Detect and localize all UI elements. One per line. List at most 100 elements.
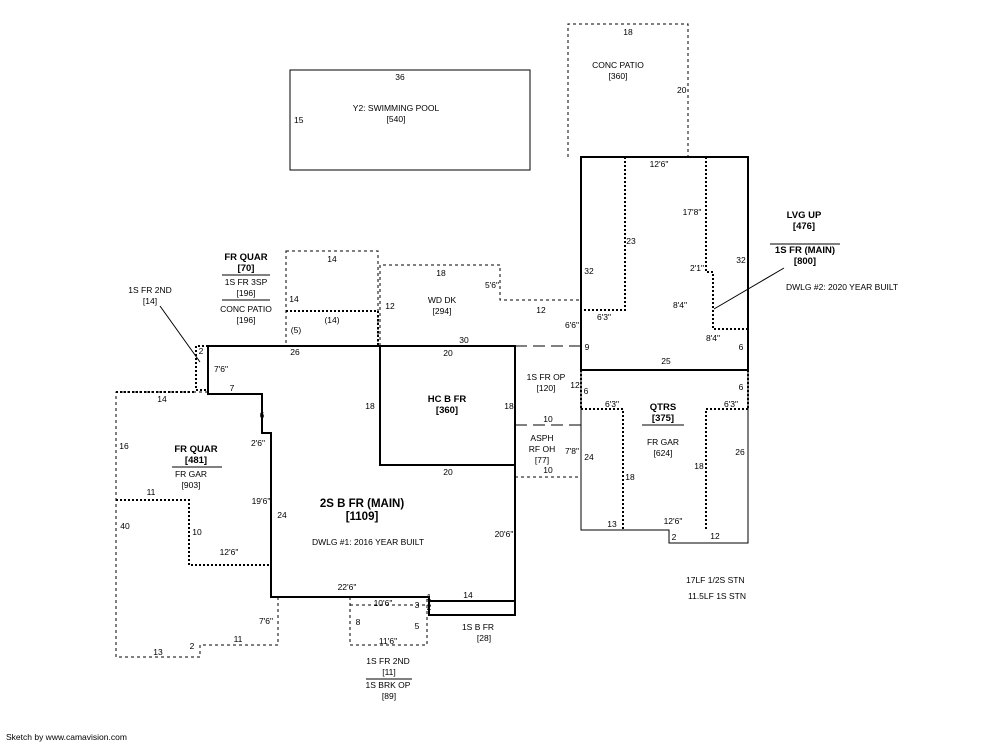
dimension-label-d-6-right: 6 [739,342,744,352]
lvg-up-leader [713,267,785,310]
dimension-label-d-12-wd-left: 12 [385,301,395,311]
wood-deck-outline [379,264,581,346]
main-building-outline [207,345,516,616]
dimension-label-d-10-6: 10'6" [374,598,393,608]
dimension-label-d-12-6-left: 12'6" [220,547,239,557]
fr-2nd-bottom-name: 1S FR 2ND [366,656,409,666]
pool-dim-top: 36 [395,72,405,82]
dimension-labels: 12'6"17'8"2332322'1"8'4"8'4"6'3"6'6"6925… [119,159,746,657]
conc-patio-name: CONC PATIO [220,304,272,314]
note-2: 11.5LF 1S STN [688,591,746,601]
dimension-label-d-12-gar: 12 [710,531,720,541]
fr-3sp-name: 1S FR 3SP [225,277,268,287]
fr-2nd-left-name: 1S FR 2ND [128,285,171,295]
right-building-outline [580,156,749,371]
fr-gar-left-area: [903] [182,480,201,490]
dimension-label-d-18-hc-left: 18 [365,401,375,411]
dimension-label-d-12-wd-right: 12 [536,305,546,315]
dimension-label-d-1: 1 [427,592,432,602]
hc-b-fr-outline [379,345,516,466]
dimension-label-d-17-8: 17'8" [683,207,702,217]
dimension-label-d-32-left: 32 [584,266,594,276]
dimension-label-d-7-6-left: 7'6" [214,364,228,374]
dimension-label-d-32-right: 32 [736,255,746,265]
dimension-label-d-7-8: 7'8" [565,446,579,456]
garage-outline [580,370,749,544]
fr-gar-right-area: [624] [654,448,673,458]
asph-line1: ASPH [530,433,553,443]
dimension-label-d-16: 16 [119,441,129,451]
dimension-label-d-14-quar: 14 [327,254,337,264]
pool-dim-left: 15 [294,115,304,125]
dimension-label-d-18-hc-right: 18 [504,401,514,411]
patio-top-name: CONC PATIO [592,60,644,70]
fr-2nd-leader [159,305,201,363]
pool-name: Y2: SWIMMING POOL [353,103,440,113]
dimension-label-d-25: 25 [661,356,671,366]
dimension-label-d-18-wd: 18 [436,268,446,278]
patio-top-area: [360] [609,71,628,81]
brk-op-name: 1S BRK OP [366,680,411,690]
qtrs-title: QTRS [650,402,676,413]
fr-gar-right-name: FR GAR [647,437,679,447]
dimension-label-d-5-brk: 5 [415,621,420,631]
fr-quar-left-title: FR QUAR [174,444,217,455]
b-fr-small-name: 1S B FR [462,622,494,632]
dimension-label-d-10-asph-top: 10 [543,414,553,424]
b-fr-small-area: [28] [477,633,491,643]
dimension-label-d-6-main: 6 [260,410,265,420]
qtrs-area: [375] [652,413,674,424]
dimension-label-d-7: 7 [230,383,235,393]
fr-quar-top-area: [70] [238,263,255,274]
dimension-label-d-2-gar: 2 [672,532,677,542]
pool-outline [289,69,531,171]
wd-dk-area: [294] [433,306,452,316]
dimension-label-d-30: 30 [459,335,469,345]
lvg-up-left-line [581,157,626,311]
dimension-label-d-12-6-top: 12'6" [650,159,669,169]
fr-gar-left-outline [115,391,279,658]
patio-top-dim: 18 [623,27,633,37]
dimension-label-d-8-4-b: 8'4" [706,333,720,343]
dimension-label-d-11-6: 11'6" [379,636,397,646]
dimension-label-d-26-gar: 26 [735,447,745,457]
dimension-label-d-11-bottom: 11 [234,634,243,644]
dimension-label-d-7-6-bottom: 7'6" [259,616,273,626]
dimension-label-d-2-6: 2'6" [251,438,265,448]
dimension-label-d-2-bfr: 2 [427,602,432,612]
qtrs-right-line [705,408,748,530]
dimension-label-d-2-1: 2'1" [690,263,704,273]
dimension-label-d-18-gar-right: 18 [694,461,704,471]
dimension-label-d-12-6-gar: 12'6" [664,516,683,526]
dimension-label-d-8-brk: 8 [356,617,361,627]
dimension-label-d-5-6: 5'6" [485,280,499,290]
dwlg-1: DWLG #1: 2016 YEAR BUILT [312,537,424,547]
conc-patio-top-outline [567,23,689,157]
lvg-up-right-line [705,157,748,330]
dimension-label-d-18-gar-left: 18 [625,472,635,482]
hc-b-fr-area: [360] [436,405,458,416]
dimension-label-d-26: 26 [290,347,300,357]
dimension-label-d-22-6: 22'6" [338,582,357,592]
dimension-label-d-20-hc-top: 20 [443,348,453,358]
fr-op-area: [120] [537,383,556,393]
dimension-label-d-13-gar: 13 [607,519,617,529]
note-1: 17LF 1/2S STN [686,575,745,585]
lvg-up-sub: 1S FR (MAIN) [775,245,835,256]
dimension-label-d-20-6: 20'6" [495,529,514,539]
fr-quar-top-title: FR QUAR [224,252,267,263]
dimension-label-d-10-left: 10 [192,527,202,537]
dwlg-2: DWLG #2: 2020 YEAR BUILT [786,282,898,292]
asph-area: [77] [535,455,549,465]
dimension-label-d-24-main: 24 [277,510,287,520]
dimension-label-d-12-op: 12 [570,380,580,390]
fr-2nd-left-outline [195,345,208,391]
dimension-label-d-2-bottom: 2 [190,641,195,651]
dimension-label-d-11-left: 11 [147,487,156,497]
dimension-label-d-6-3-b: 6'3" [605,399,619,409]
dimension-label-d-9: 9 [585,342,590,352]
dimension-label-d-19-6: 19'6" [252,496,271,506]
dimension-label-d-14-side: 14 [289,294,299,304]
fr-op-name: 1S FR OP [527,372,566,382]
